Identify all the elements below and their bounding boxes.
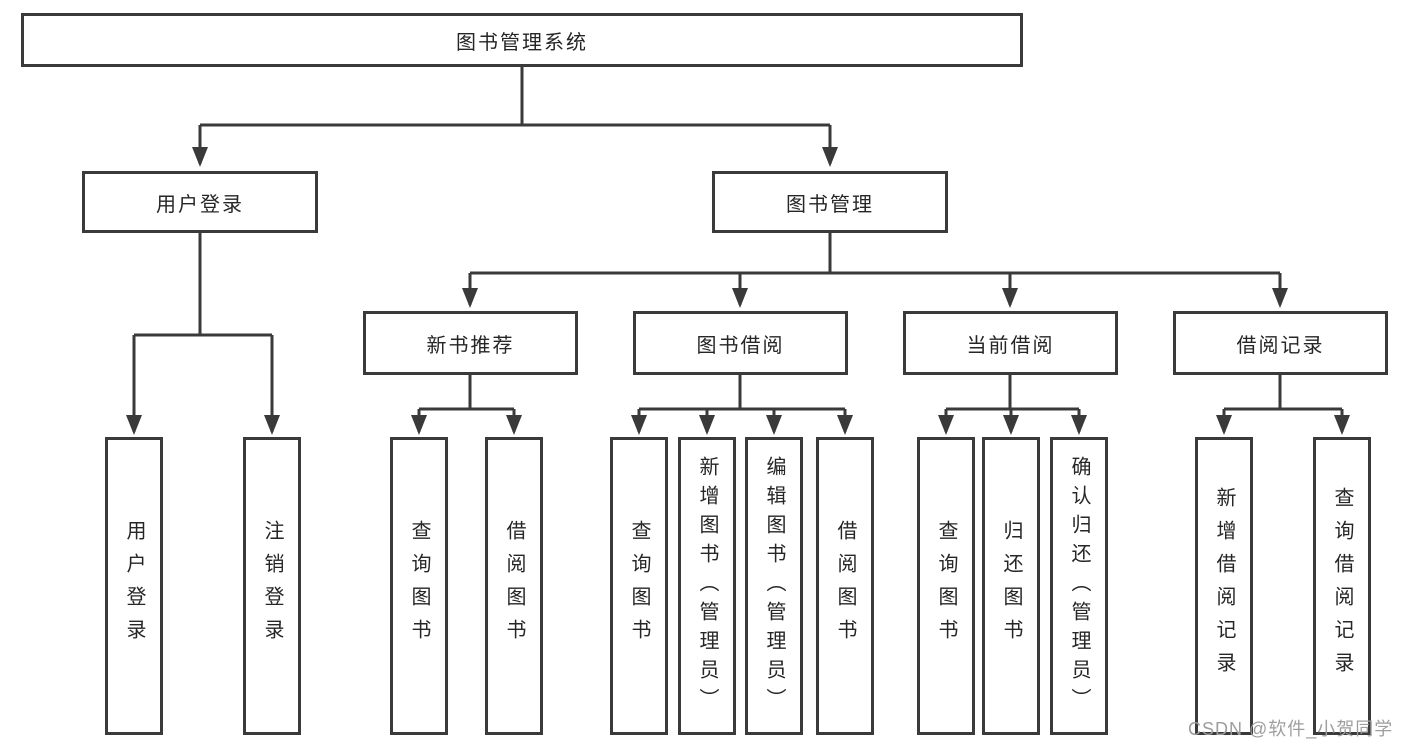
leaf-edit-books-admin-label: 编辑图书（管理员） — [763, 455, 785, 717]
leaf-logout-label: 注销登录 — [261, 520, 283, 652]
leaf-return-books-label: 归还图书 — [1000, 520, 1022, 652]
node-book-management: 图书管理 — [712, 171, 948, 233]
leaf-add-borrow-record-label: 新增借阅记录 — [1213, 487, 1235, 685]
node-borrowing-records: 借阅记录 — [1173, 311, 1388, 375]
leaf-borrow-books-1: 借阅图书 — [485, 437, 543, 735]
leaf-edit-books-admin: 编辑图书（管理员） — [745, 437, 803, 735]
leaf-query-books-3-label: 查询图书 — [935, 520, 957, 652]
node-book-borrowing: 图书借阅 — [633, 311, 848, 375]
leaf-add-books-admin: 新增图书（管理员） — [678, 437, 736, 735]
leaf-borrow-books-2: 借阅图书 — [816, 437, 874, 735]
leaf-borrow-books-2-label: 借阅图书 — [834, 520, 856, 652]
leaf-query-books-2-label: 查询图书 — [628, 520, 650, 652]
leaf-query-books-1-label: 查询图书 — [408, 520, 430, 652]
node-new-book-recommend: 新书推荐 — [363, 311, 578, 375]
leaf-confirm-return-admin-label: 确认归还（管理员） — [1068, 455, 1090, 717]
node-root: 图书管理系统 — [21, 13, 1023, 67]
node-current-borrowing: 当前借阅 — [903, 311, 1118, 375]
leaf-return-books: 归还图书 — [982, 437, 1040, 735]
leaf-user-login: 用户登录 — [105, 437, 163, 735]
leaf-logout: 注销登录 — [243, 437, 301, 735]
leaf-borrow-books-1-label: 借阅图书 — [503, 520, 525, 652]
watermark-text: CSDN @软件_小贺同学 — [1188, 719, 1394, 739]
leaf-query-books-2: 查询图书 — [610, 437, 668, 735]
leaf-add-borrow-record: 新增借阅记录 — [1195, 437, 1253, 735]
leaf-query-borrow-record: 查询借阅记录 — [1313, 437, 1371, 735]
leaf-query-borrow-record-label: 查询借阅记录 — [1331, 487, 1353, 685]
leaf-user-login-label: 用户登录 — [123, 520, 145, 652]
node-user-login: 用户登录 — [82, 171, 318, 233]
leaf-confirm-return-admin: 确认归还（管理员） — [1050, 437, 1108, 735]
leaf-add-books-admin-label: 新增图书（管理员） — [696, 455, 718, 717]
leaf-query-books-3: 查询图书 — [917, 437, 975, 735]
leaf-query-books-1: 查询图书 — [390, 437, 448, 735]
